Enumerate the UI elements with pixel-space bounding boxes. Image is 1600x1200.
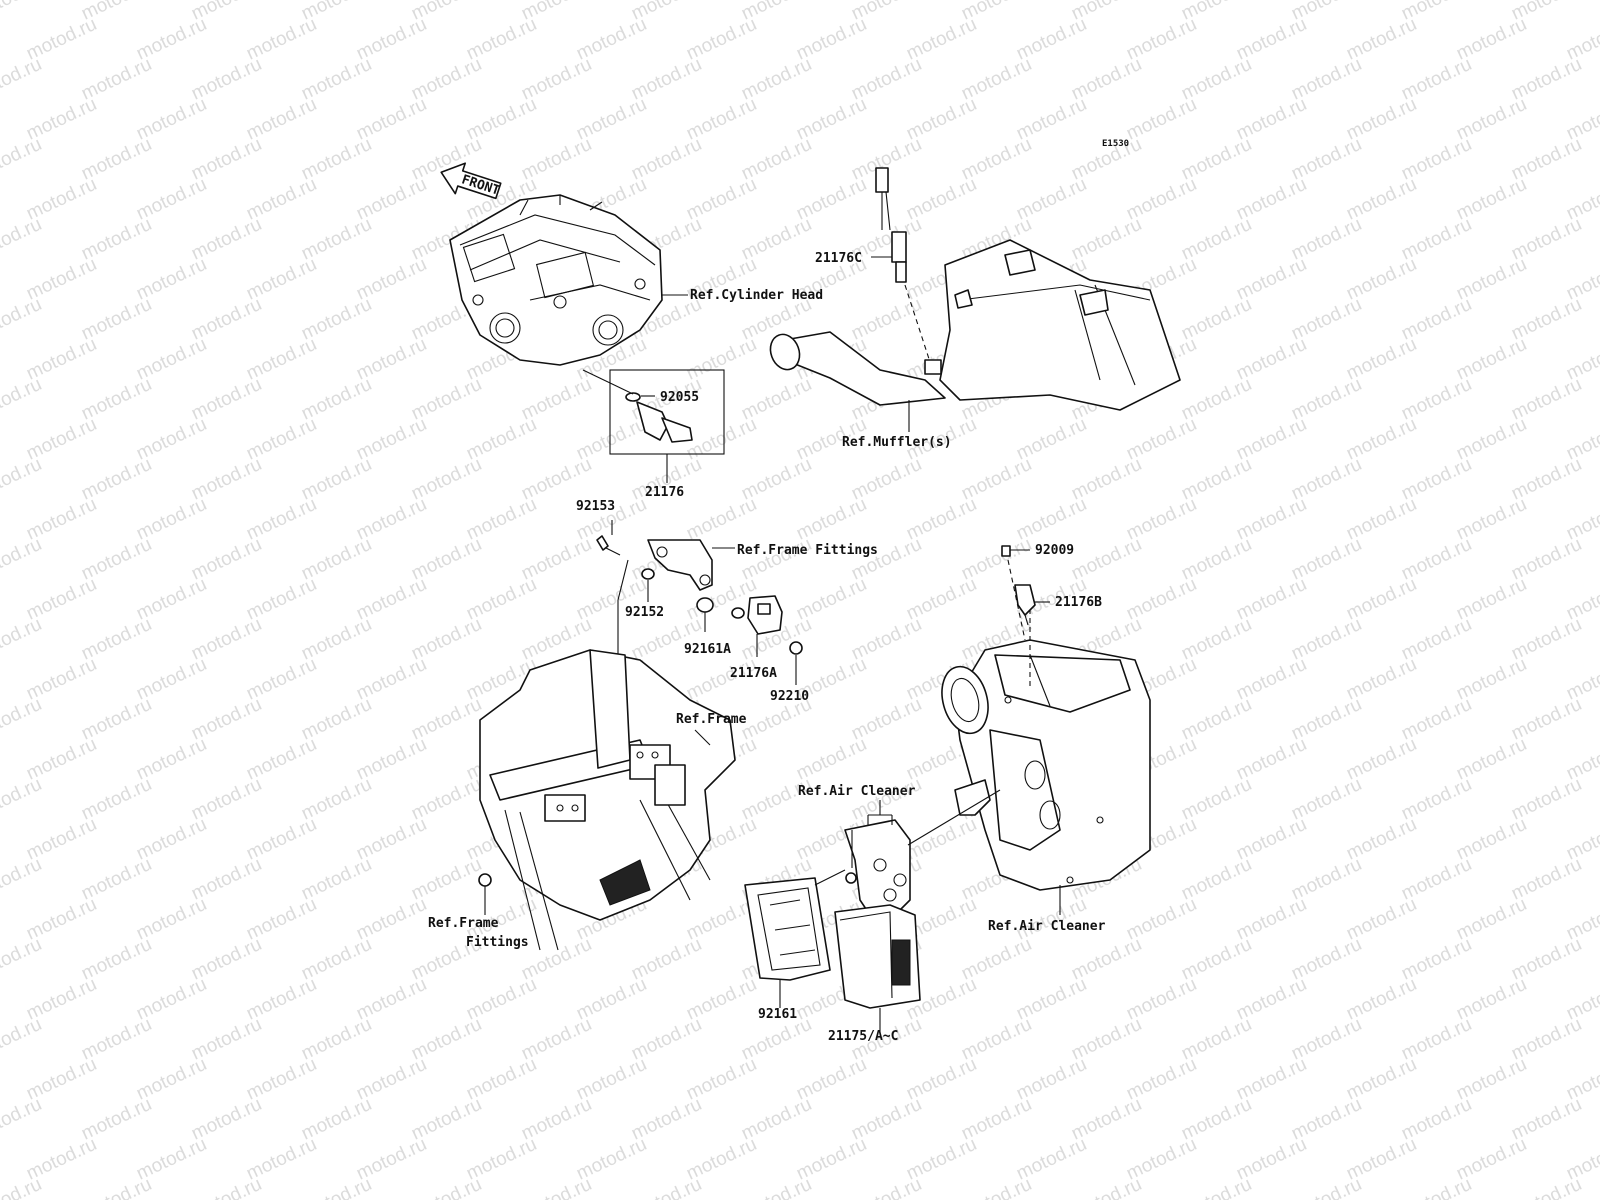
watermark-text: motod.ru	[1398, 1174, 1475, 1200]
watermark-text: motod.ru	[738, 1174, 815, 1200]
watermark-text: motod.ru	[518, 1174, 595, 1200]
label-92152: 92152	[625, 605, 664, 620]
o2-sensor-drawing	[871, 167, 931, 363]
watermark-text: motod.ru	[0, 214, 45, 265]
label-ref-air-cleaner-right: Ref.Air Cleaner	[988, 919, 1106, 934]
watermark-text: motod.ru	[0, 1094, 45, 1145]
label-ref-frame-fittings-bottom-1: Ref.Frame	[428, 916, 499, 931]
watermark-text: motod.ru	[1508, 1174, 1585, 1200]
water-temp-sensor-group	[582, 369, 725, 483]
watermark-text: motod.ru	[628, 1174, 705, 1200]
part-labels: Ref.Cylinder Head 21176C 92055 21176 Ref…	[428, 251, 1106, 1044]
watermark-text: motod.ru	[188, 1174, 265, 1200]
air-cleaner-drawing	[941, 600, 1151, 915]
label-92161a: 92161A	[684, 642, 731, 657]
watermark-text: motod.ru	[0, 934, 45, 985]
intake-air-temp-sensor-drawing	[1001, 545, 1050, 641]
watermark-text: motod.ru	[958, 1174, 1035, 1200]
bracket-sensor-group	[596, 520, 803, 730]
watermark-text: motod.ru	[0, 1014, 45, 1065]
label-21176a: 21176A	[730, 666, 777, 681]
watermark-text: motod.ru	[0, 454, 45, 505]
diagram-code: E1530	[1102, 139, 1129, 149]
watermark-text: motod.ru	[408, 1174, 485, 1200]
label-21176: 21176	[645, 485, 684, 500]
watermark-text: motod.ru	[0, 374, 45, 425]
watermark-text: motod.ru	[0, 614, 45, 665]
label-21176c: 21176C	[815, 251, 862, 266]
watermark-text: motod.ru	[1178, 1174, 1255, 1200]
watermark-text: motod.ru	[0, 774, 45, 825]
label-ref-muffler: Ref.Muffler(s)	[842, 435, 952, 450]
watermark-text: motod.ru	[0, 694, 45, 745]
label-92210: 92210	[770, 689, 809, 704]
label-21175: 21175/A~C	[828, 1029, 898, 1044]
watermark-text: motod.ru	[1068, 1174, 1145, 1200]
muffler-drawing	[769, 239, 1181, 411]
label-92161: 92161	[758, 1007, 797, 1022]
watermark-text: motod.ru	[298, 1174, 375, 1200]
watermark-text: motod.ru	[0, 534, 45, 585]
ecu-group-drawing	[744, 789, 1001, 1033]
label-ref-frame-fittings-top: Ref.Frame Fittings	[737, 543, 878, 558]
label-ref-cylinder-head: Ref.Cylinder Head	[690, 288, 823, 303]
label-92055: 92055	[660, 390, 699, 405]
watermark-text: motod.ru	[848, 1174, 925, 1200]
watermark-text: motod.ru	[0, 0, 45, 25]
label-ref-frame-fittings-bottom-2: Fittings	[466, 935, 529, 950]
label-92153: 92153	[576, 499, 615, 514]
label-ref-frame: Ref.Frame	[676, 712, 747, 727]
watermark-text: motod.ru	[0, 54, 45, 105]
frame-drawing	[478, 649, 736, 951]
cylinder-head-drawing	[449, 194, 663, 366]
watermark-text: motod.ru	[0, 134, 45, 185]
watermark-text: motod.ru	[78, 1174, 155, 1200]
label-21176b: 21176B	[1055, 595, 1102, 610]
label-ref-air-cleaner-mid: Ref.Air Cleaner	[798, 784, 916, 799]
watermark-text: motod.ru	[1288, 1174, 1365, 1200]
watermark-text: motod.ru	[0, 294, 45, 345]
label-92009: 92009	[1035, 543, 1074, 558]
watermark-text: motod.ru	[0, 854, 45, 905]
